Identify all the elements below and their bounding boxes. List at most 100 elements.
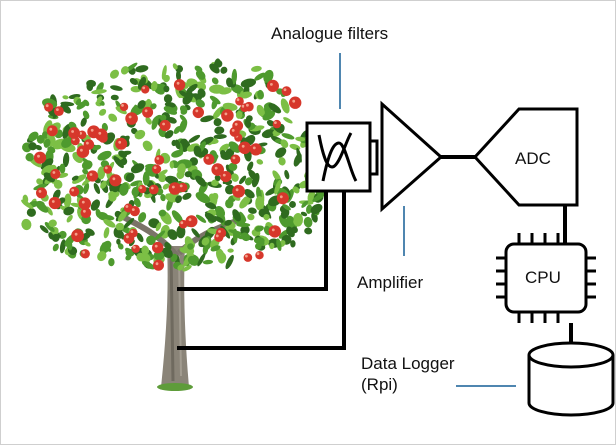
leaf (282, 204, 291, 211)
amplifier-triangle-icon (380, 100, 444, 213)
leaf (59, 163, 66, 174)
leaf (162, 183, 170, 190)
leaf (232, 228, 238, 244)
leaf (295, 136, 306, 142)
leaf (63, 206, 75, 216)
leaf (91, 89, 107, 95)
leaf (104, 214, 115, 221)
apple-highlight (214, 166, 218, 170)
leaf (261, 129, 275, 139)
leaf (268, 103, 282, 114)
leaf (263, 69, 274, 83)
leaf (82, 110, 90, 120)
leaf (72, 174, 87, 184)
apple (214, 232, 224, 242)
leaf (21, 218, 32, 231)
leaf (239, 91, 252, 99)
apple (268, 225, 281, 238)
leaf (272, 130, 280, 137)
leaf (97, 150, 112, 161)
leaf (239, 211, 247, 222)
leaf (176, 225, 186, 239)
apple-highlight (130, 230, 134, 234)
leaf (220, 152, 232, 161)
leaf (182, 192, 192, 200)
leaf (66, 214, 73, 223)
adc-pentagon-icon (472, 107, 579, 207)
leaf (123, 218, 135, 229)
grass-tuft (157, 383, 193, 391)
leaf (225, 254, 234, 270)
apple-highlight (49, 127, 53, 131)
leaf (22, 194, 29, 204)
leaf (240, 232, 251, 242)
leaf (61, 137, 73, 148)
leaf (125, 172, 135, 182)
leaf (85, 228, 95, 236)
leaf (93, 182, 101, 195)
apple (46, 125, 58, 137)
apple-highlight (180, 221, 184, 225)
apple-highlight (188, 218, 192, 222)
apple-highlight (231, 129, 235, 132)
leaf (224, 219, 232, 226)
leaf (188, 134, 201, 143)
sensor-wires (177, 191, 346, 350)
leaf (182, 265, 192, 272)
leaf (90, 199, 101, 211)
apple (173, 79, 186, 91)
apple-highlight (86, 141, 89, 145)
apple-highlight (256, 252, 260, 256)
leaf (155, 222, 162, 232)
apple (129, 206, 140, 217)
leaf (186, 83, 198, 94)
leaf (133, 197, 141, 208)
leaf (167, 116, 177, 124)
leaf (103, 218, 116, 228)
apple (244, 101, 254, 112)
apple-highlight (89, 173, 93, 176)
leaf (254, 72, 266, 81)
apple (152, 241, 164, 254)
apple (119, 102, 129, 112)
leaf (178, 90, 189, 98)
leaf (263, 214, 270, 221)
leaf (28, 142, 37, 151)
leaf (219, 143, 230, 153)
leaf (86, 79, 96, 88)
apple (220, 171, 232, 183)
apple-highlight (51, 200, 55, 203)
leaf (225, 198, 234, 209)
leaf (33, 183, 48, 191)
label-adc: ADC (515, 149, 551, 168)
apple (230, 154, 241, 165)
leaf (303, 216, 313, 228)
apple (50, 168, 61, 180)
apple (153, 259, 164, 271)
leaf (96, 96, 103, 104)
apple-highlight (222, 173, 226, 177)
filter-amplifier-connector (370, 139, 379, 176)
apple-highlight (45, 104, 49, 108)
leaf (304, 227, 313, 235)
leaf (255, 196, 265, 211)
apple (281, 86, 292, 97)
apple-highlight (90, 128, 94, 132)
leaf (195, 175, 207, 187)
leaf (130, 163, 145, 174)
leaf (97, 166, 106, 180)
apple (141, 85, 150, 94)
apple-highlight (125, 205, 129, 208)
leaf (292, 213, 304, 227)
leaf (200, 115, 214, 123)
apple-highlight (71, 188, 75, 192)
label-rpi: (Rpi) (361, 375, 398, 394)
leaf (275, 147, 287, 158)
apple-highlight (56, 108, 59, 111)
leaf (205, 202, 217, 210)
apple (272, 119, 282, 129)
leaf (117, 210, 127, 222)
apple (152, 164, 162, 174)
apple (276, 192, 289, 205)
